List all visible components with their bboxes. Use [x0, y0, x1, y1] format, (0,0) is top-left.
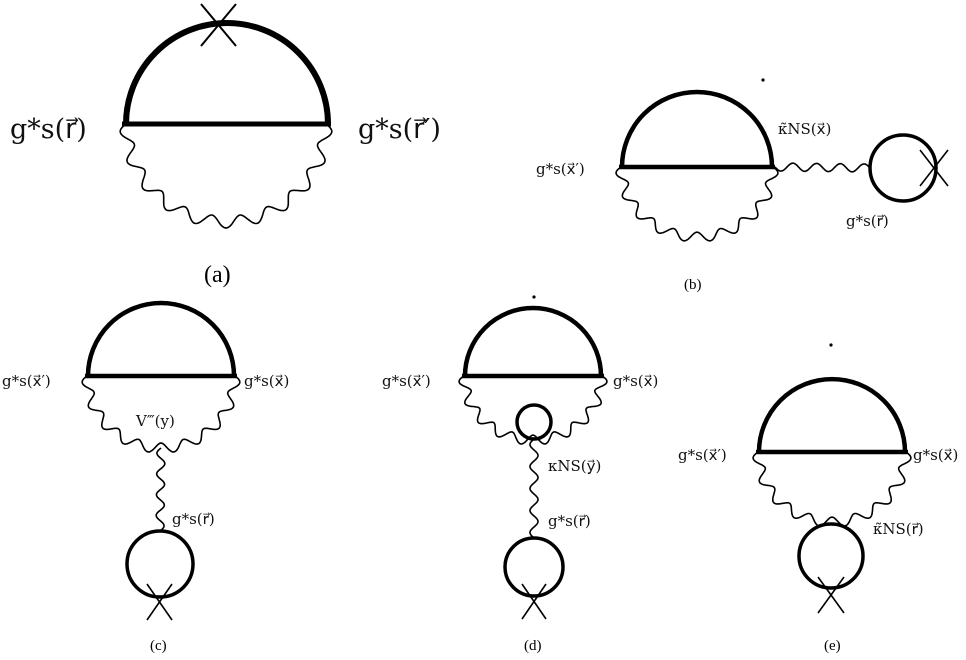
panel-b-arc — [619, 89, 775, 168]
panel-b-dot — [761, 78, 765, 82]
panel-d-dot — [532, 295, 536, 299]
panel-e-arc — [756, 376, 908, 453]
panel-a-cross-mark — [200, 3, 237, 47]
panel-a-wavy-line — [119, 123, 333, 229]
panel-b-label-link: κ̃NS(x⃗) — [778, 120, 831, 138]
panel-b-caption: (b) — [684, 277, 702, 293]
panel-e-label-right: g*s(x⃗) — [913, 446, 958, 464]
panel-e-caption: (e) — [824, 638, 841, 654]
panel-d-wavy-link — [529, 438, 539, 539]
panel-c-wavy-link — [155, 447, 166, 532]
panel-c-wavy-loop — [81, 375, 241, 453]
panel-c-caption: (c) — [150, 638, 167, 654]
panel-a-caption: (a) — [204, 262, 231, 288]
panel-d-caption: (d) — [524, 638, 542, 654]
panel-a: g*s(r⃗) g*s(r⃗′) (a) — [10, 3, 441, 288]
panel-d-cross-mark — [521, 583, 547, 620]
panel-c: g*s(x⃗′) g*s(x⃗) V‴(y) g*s(r⃗) (c) — [2, 300, 289, 654]
panel-b-label-bottom: g*s(r⃗) — [846, 212, 889, 230]
panel-b-wavy-loop — [615, 166, 779, 242]
panel-c-arc — [85, 300, 237, 377]
panel-d-label-bottom: g*s(r⃗) — [548, 512, 591, 530]
panel-e-tadpole-loop — [797, 522, 865, 590]
panel-d-label-link: κNS(y⃗) — [548, 457, 601, 475]
panel-e-label-link: κ̃NS(r⃗) — [873, 520, 924, 538]
panel-c-tadpole-loop — [125, 529, 195, 599]
panel-c-label-right: g*s(x⃗) — [244, 372, 289, 390]
panel-d-tadpole-loop — [503, 536, 565, 598]
panel-e-label-left: g*s(x⃗′) — [678, 446, 727, 464]
panel-c-cross-mark — [146, 583, 173, 621]
panel-a-arc — [123, 20, 331, 125]
panel-d-arc — [462, 305, 604, 377]
panel-e-dot — [829, 343, 833, 347]
panel-e: g*s(x⃗′) g*s(x⃗) κ̃NS(r⃗) (e) — [678, 343, 958, 654]
panel-a-label-left: g*s(r⃗) — [10, 114, 87, 145]
panel-d-label-right: g*s(x⃗) — [613, 372, 658, 390]
panel-c-label-bottom: g*s(r⃗) — [172, 510, 215, 528]
panel-b-cross-mark — [919, 149, 949, 187]
panel-c-label-left: g*s(x⃗′) — [2, 372, 51, 390]
panel-d: g*s(x⃗′) g*s(x⃗) κNS(y⃗) g*s(r⃗) (d) — [382, 295, 658, 654]
panel-b-wavy-link — [774, 162, 871, 173]
panel-d-label-left: g*s(x⃗′) — [382, 372, 431, 390]
panel-b-tadpole-loop — [868, 133, 938, 203]
panel-d-wavy-loop — [458, 375, 608, 445]
panel-b-label-left: g*s(x⃗′) — [536, 160, 585, 178]
panel-d-self-energy-loop — [515, 403, 553, 441]
panel-a-label-right: g*s(r⃗′) — [358, 114, 441, 145]
panel-b: g*s(x⃗′) κ̃NS(x⃗) g*s(r⃗) (b) — [536, 78, 949, 293]
panel-e-wavy-loop — [752, 451, 912, 527]
panel-e-cross-mark — [817, 576, 845, 614]
panel-c-label-vertex: V‴(y) — [135, 412, 175, 430]
